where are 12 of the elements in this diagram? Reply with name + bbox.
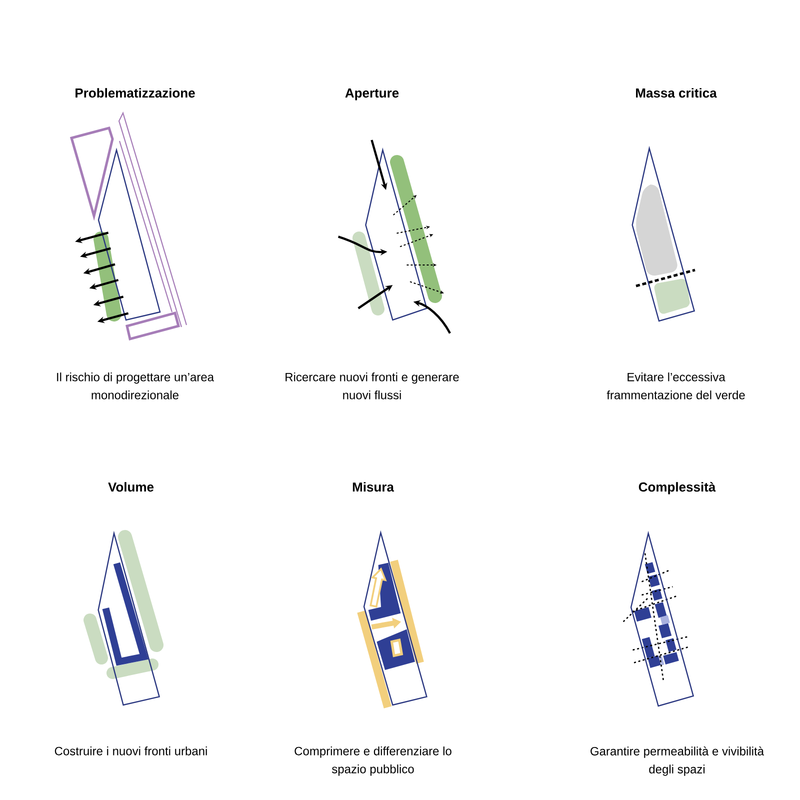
panel-title: Misura [352, 482, 394, 492]
caption: Il rischio di progettare un’area monodirezionale [57, 372, 214, 400]
caption: Comprimere e differenziare lo spazio pubblico [294, 746, 452, 776]
panel-title: Aperture [345, 88, 399, 100]
caption: Costruire i nuovi fronti urbani [54, 746, 207, 756]
caption: Evitare l’eccessiva frammentazione del verde [606, 372, 745, 400]
caption: Ricercare nuovi fronti e generare nuovi flussi [286, 372, 459, 400]
panel-title: Volume [108, 482, 154, 492]
panel-title: Complessità [638, 482, 716, 494]
panel-title: Massa critica [636, 88, 717, 98]
caption: Garantire permeabilità e vivibilità degli spazi [590, 746, 764, 776]
panel-title: Problematizzazione [76, 88, 195, 98]
